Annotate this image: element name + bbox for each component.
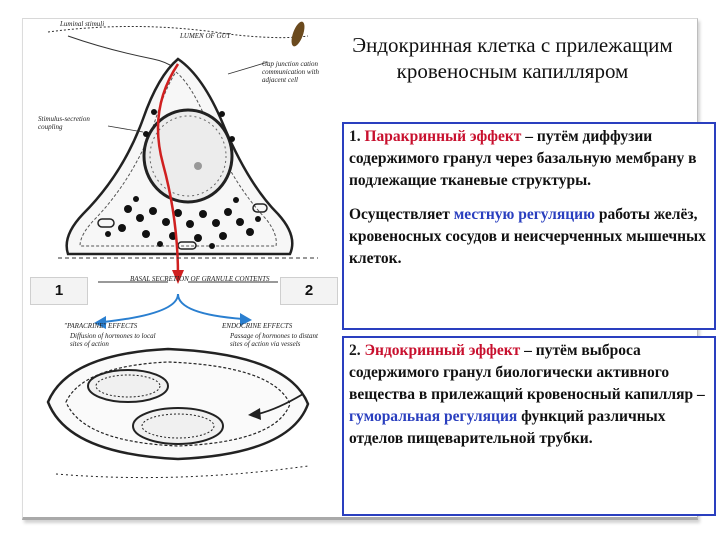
label-lumen: LUMEN OF GUT	[180, 32, 231, 40]
slide-title: Эндокринная клетка с прилежащим кровенос…	[352, 33, 673, 83]
secretory-granules	[105, 109, 261, 249]
local-regulation-term: местную регуляцию	[453, 206, 595, 223]
humoral-regulation-term: гуморальная регуляция	[349, 408, 518, 425]
secretion-arrow	[156, 63, 180, 277]
marker-2: 2	[280, 277, 338, 305]
paracrine-effect-box: 1. Паракринный эффект – путём диффузии с…	[342, 122, 716, 330]
paracrine-arrow	[102, 293, 179, 323]
endocrine-arrow	[177, 293, 244, 320]
paracrine-paragraph: 1. Паракринный эффект – путём диффузии с…	[349, 126, 709, 192]
endocrine-description-end: функций различных отделов пищеварительно…	[349, 408, 666, 447]
label-paracrine: "PARACRINE" EFFECTS	[64, 322, 138, 330]
lumen-boundary	[47, 25, 309, 39]
mitochondria	[97, 203, 268, 250]
label-luminal: Luminal stimuli	[60, 20, 105, 28]
endocrine-cell-illustration	[46, 21, 318, 479]
endocrine-description: – путём выброса содержимого гранул биоло…	[349, 342, 705, 403]
label-basal-secretion: BASAL SECRETION OF GRANULE CONTENTS	[130, 275, 270, 283]
paracrine-description: – путём диффузии содержимого гранул чере…	[349, 128, 697, 189]
endocrine-paragraph: 2. Эндокринный эффект – путём выброса со…	[349, 340, 709, 450]
endocrine-effect-box: 2. Эндокринный эффект – путём выброса со…	[342, 336, 716, 516]
paracrine-term: Паракринный эффект	[364, 128, 522, 145]
label-stimulus: Stimulus-secretion coupling	[38, 115, 90, 131]
vessel-entry-arrow	[257, 393, 304, 415]
endocrine-term: Эндокринный эффект	[364, 342, 521, 359]
local-regulation-description: работы желёз, кровеносных сосудов и неис…	[349, 206, 706, 267]
local-regulation-paragraph: Осуществляет местную регуляцию работы же…	[349, 204, 709, 270]
item-number: 1.	[349, 128, 365, 145]
label-endocrine-sub: Passage of hormones to distant sites of …	[230, 332, 318, 348]
capillary	[46, 347, 310, 479]
local-regulation-lead: Осуществляет	[349, 206, 454, 223]
label-gap-junction: Gap junction cation communication with a…	[262, 60, 319, 84]
marker-1: 1	[30, 277, 88, 305]
particle-icon	[291, 21, 305, 47]
item-number: 2.	[349, 342, 365, 359]
label-paracrine-sub: Diffusion of hormones to local sites of …	[70, 332, 156, 348]
label-endocrine: ENDOCRINE EFFECTS	[222, 322, 293, 330]
